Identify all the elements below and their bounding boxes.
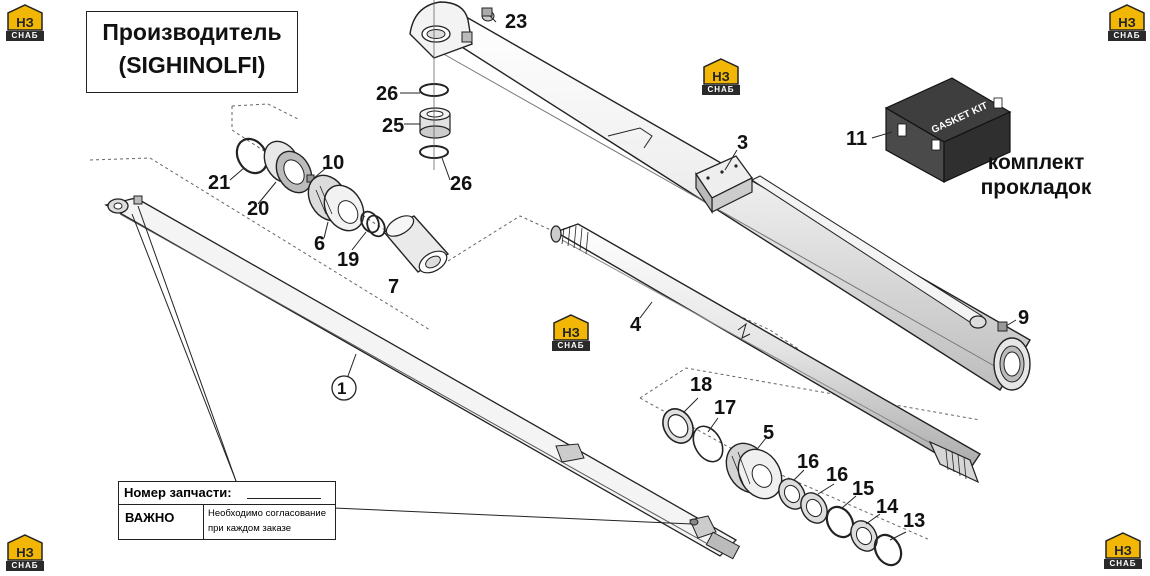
- part-label-16-first: 16: [797, 451, 820, 473]
- part-label-25: 25: [382, 115, 405, 137]
- logo-mark-icon: НЗ: [1109, 4, 1145, 31]
- part-number-divider: [203, 504, 204, 539]
- svg-text:НЗ: НЗ: [1118, 15, 1136, 30]
- important-note: Необходимо согласование при каждом заказ…: [208, 507, 336, 536]
- logo-watermark: НЗ СНАБ: [1104, 532, 1142, 570]
- kit-caption-line1: комплект: [987, 151, 1085, 174]
- important-note-line1: Необходимо согласование: [208, 508, 326, 519]
- logo-text: СНАБ: [1108, 31, 1146, 41]
- important-note-line2: при каждом заказе: [208, 522, 292, 534]
- part-label-13: 13: [903, 510, 926, 532]
- part-label-17: 17: [714, 397, 737, 419]
- svg-text:НЗ: НЗ: [16, 15, 34, 30]
- part-25-26-bushing: [419, 0, 451, 170]
- part-number-row: Номер запчасти:: [119, 482, 335, 505]
- part-label-3: 3: [737, 132, 749, 154]
- part-label-7: 7: [388, 276, 400, 298]
- part-label-11: 11: [846, 128, 868, 150]
- part-label-23: 23: [505, 11, 528, 33]
- part-1-pipe-assembly: [104, 195, 741, 560]
- kit-caption: комплект прокладок: [976, 150, 1096, 200]
- logo-mark-icon: НЗ: [7, 534, 43, 561]
- part-label-26-bottom: 26: [450, 173, 473, 195]
- part-label-15: 15: [852, 478, 875, 500]
- logo-mark-icon: НЗ: [703, 58, 739, 85]
- logo-watermark: НЗ СНАБ: [6, 534, 44, 572]
- manufacturer-line2: (SIGHINOLFI): [118, 52, 266, 78]
- kit-caption-line2: прокладок: [980, 176, 1092, 200]
- svg-text:НЗ: НЗ: [562, 325, 580, 340]
- logo-mark-icon: НЗ: [7, 4, 43, 31]
- part-label-19: 19: [337, 249, 360, 271]
- important-label: ВАЖНО: [125, 510, 175, 525]
- logo-watermark: НЗ СНАБ: [552, 314, 590, 352]
- svg-text:НЗ: НЗ: [1114, 543, 1132, 558]
- part-label-1: 1: [337, 379, 347, 398]
- part-label-18: 18: [690, 374, 713, 396]
- part-3-barrel: [409, 1, 1031, 391]
- piston-group: [235, 137, 450, 274]
- part-11-gasket-kit-box: [884, 77, 1012, 184]
- part-label-26-top: 26: [376, 83, 399, 105]
- part-label-14: 14: [876, 496, 899, 518]
- part-number-blank-line: [247, 498, 321, 499]
- leader-lines: [131, 15, 1017, 541]
- part-label-9: 9: [1018, 307, 1030, 329]
- rod-end-group: [662, 408, 903, 567]
- logo-text: СНАБ: [702, 85, 740, 95]
- part-label-10: 10: [322, 152, 345, 174]
- part-1-callout-circle: [331, 375, 357, 401]
- logo-text: СНАБ: [6, 561, 44, 571]
- part-label-20: 20: [247, 198, 270, 220]
- part-label-4: 4: [630, 314, 642, 336]
- part-number-title: Номер запчасти:: [124, 485, 232, 500]
- logo-watermark: НЗ СНАБ: [702, 58, 740, 96]
- logo-text: СНАБ: [552, 341, 590, 351]
- logo-mark-icon: НЗ: [1105, 532, 1141, 559]
- svg-text:НЗ: НЗ: [712, 69, 730, 84]
- logo-watermark: НЗ СНАБ: [6, 4, 44, 42]
- svg-text:НЗ: НЗ: [16, 545, 34, 560]
- part-label-21: 21: [208, 172, 231, 194]
- part-23-grease-nipple: [481, 7, 495, 22]
- part-4-piston-rod: [550, 223, 981, 484]
- part-number-box: Номер запчасти: ВАЖНО Необходимо согласо…: [118, 481, 336, 540]
- part-label-6: 6: [314, 233, 326, 255]
- part-9-plug: [997, 321, 1008, 332]
- manufacturer-box: Производитель (SIGHINOLFI): [86, 11, 298, 93]
- part-label-16-second: 16: [826, 464, 849, 486]
- logo-mark-icon: НЗ: [553, 314, 589, 341]
- part-label-5: 5: [763, 422, 775, 444]
- manufacturer-line1: Производитель: [102, 19, 282, 45]
- logo-text: СНАБ: [1104, 559, 1142, 569]
- logo-watermark: НЗ СНАБ: [1108, 4, 1146, 42]
- logo-text: СНАБ: [6, 31, 44, 41]
